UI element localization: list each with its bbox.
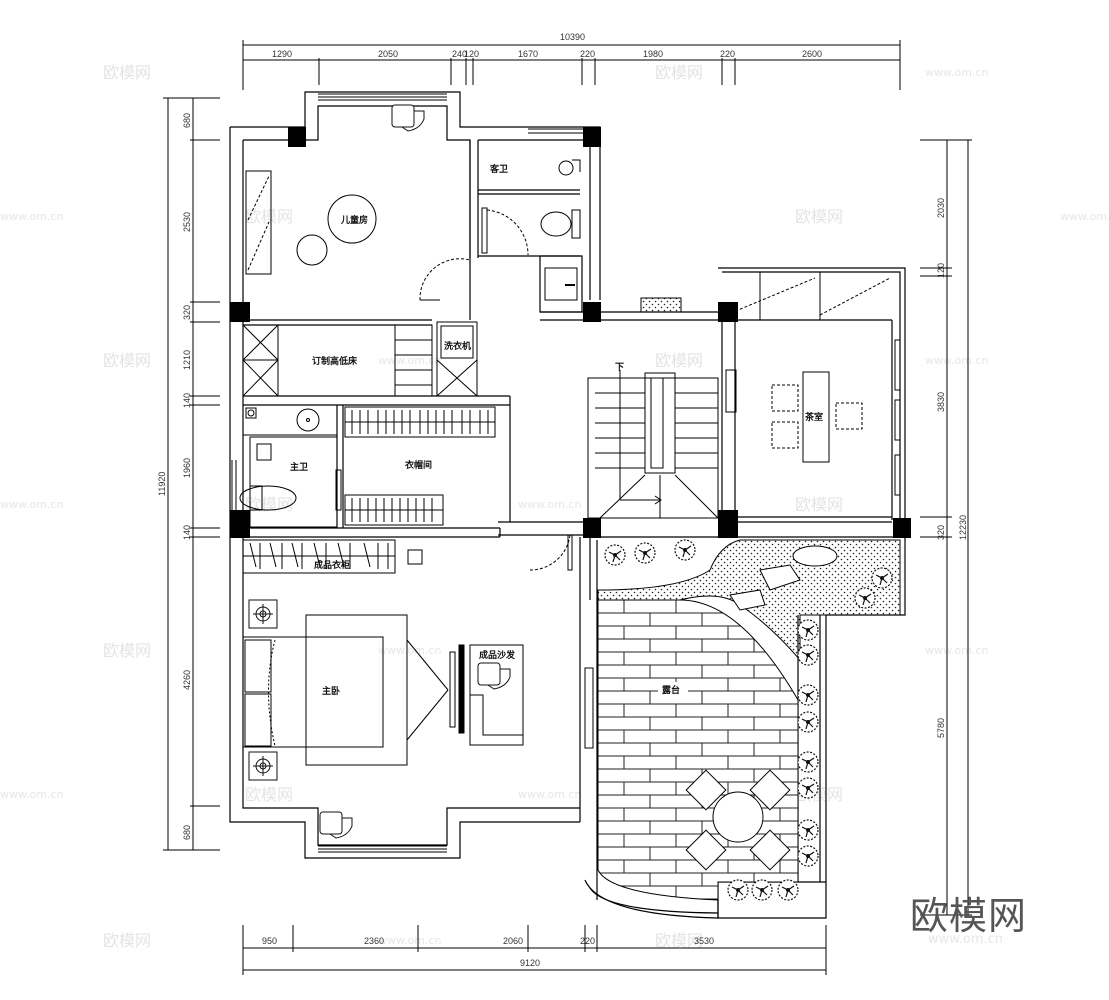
svg-text:www.om.cn: www.om.cn [1060, 210, 1109, 223]
wardrobe-label: 成品衣柜 [314, 559, 350, 571]
svg-text:12230: 12230 [958, 515, 968, 540]
svg-text:www.om.cn: www.om.cn [0, 788, 63, 801]
svg-text:5780: 5780 [936, 718, 946, 738]
site-logo: 欧模网 [910, 894, 1028, 938]
right-dimensions [920, 139, 972, 916]
svg-text:欧模网: 欧模网 [103, 63, 151, 82]
svg-text:10390: 10390 [560, 32, 585, 42]
svg-text:950: 950 [262, 936, 277, 946]
guest-bath-label: 客卫 [489, 163, 508, 175]
svg-text:220: 220 [580, 936, 595, 946]
svg-text:9120: 9120 [520, 958, 540, 968]
svg-text:www.om.cn: www.om.cn [378, 354, 441, 367]
svg-text:欧模网: 欧模网 [103, 351, 151, 370]
svg-text:www.om.cn: www.om.cn [518, 788, 581, 801]
guest-bath [481, 159, 581, 301]
master-bath-label: 主卫 [290, 461, 308, 473]
svg-text:欧模网: 欧模网 [245, 785, 293, 804]
terrace-label-bg [658, 682, 688, 696]
top-dimension-labels: 10390 1290 2050 240 120 1670 220 1980 22… [272, 32, 822, 59]
svg-text:www.om.cn: www.om.cn [925, 354, 988, 367]
svg-text:680: 680 [182, 113, 192, 128]
svg-text:欧模网: 欧模网 [103, 931, 151, 950]
svg-text:220: 220 [580, 49, 595, 59]
svg-text:140: 140 [182, 525, 192, 540]
svg-text:欧模网: 欧模网 [655, 63, 703, 82]
svg-text:www.om.cn: www.om.cn [378, 934, 441, 947]
terrace [597, 539, 901, 901]
svg-text:1290: 1290 [272, 49, 292, 59]
svg-text:2060: 2060 [503, 936, 523, 946]
svg-text:1960: 1960 [182, 458, 192, 478]
svg-text:240: 240 [452, 49, 467, 59]
svg-text:2050: 2050 [378, 49, 398, 59]
tea-room-label: 茶室 [804, 411, 823, 423]
master-bath [239, 404, 342, 528]
master-bedroom-label: 主卧 [322, 685, 340, 697]
svg-text:欧模网: 欧模网 [795, 207, 843, 226]
right-dimension-labels: 2030 120 3830 320 5780 12230 [936, 198, 968, 738]
sofa-label: 成品沙发 [479, 649, 516, 661]
stairs-down-label: 下 [615, 362, 624, 373]
svg-text:1210: 1210 [182, 350, 192, 370]
windows [231, 93, 901, 853]
svg-text:3830: 3830 [936, 392, 946, 412]
svg-text:www.om.cn: www.om.cn [0, 210, 63, 223]
svg-text:120: 120 [936, 263, 946, 278]
svg-text:1980: 1980 [643, 49, 663, 59]
site-logo-url: www.om.cn [928, 932, 1003, 947]
svg-text:www.om.cn: www.om.cn [0, 498, 63, 511]
svg-text:140: 140 [182, 393, 192, 408]
svg-text:680: 680 [182, 825, 192, 840]
svg-text:2600: 2600 [802, 49, 822, 59]
terrace-label: 露台 [662, 684, 680, 696]
svg-text:320: 320 [182, 305, 192, 320]
washer-label: 洗衣机 [444, 340, 471, 352]
svg-text:120: 120 [464, 49, 479, 59]
svg-text:欧模网: 欧模网 [655, 351, 703, 370]
svg-text:11920: 11920 [157, 472, 167, 496]
svg-text:1670: 1670 [518, 49, 538, 59]
svg-text:4260: 4260 [182, 670, 192, 690]
svg-text:3530: 3530 [694, 936, 714, 946]
kids-room-label: 儿童房 [340, 214, 368, 226]
svg-text:www.om.cn: www.om.cn [378, 644, 441, 657]
svg-text:www.om.cn: www.om.cn [925, 66, 988, 79]
svg-text:欧模网: 欧模网 [103, 641, 151, 660]
left-dimensions [163, 97, 220, 851]
svg-text:欧模网: 欧模网 [245, 495, 293, 514]
svg-text:欧模网: 欧模网 [795, 495, 843, 514]
watermarks: 欧模网 欧模网 www.om.cn 欧模网 欧模网 www.om.cn www.… [0, 63, 1109, 950]
closet [344, 406, 496, 526]
svg-text:www.om.cn: www.om.cn [925, 644, 988, 657]
kids-room [245, 104, 471, 301]
svg-text:320: 320 [936, 525, 946, 540]
bunk-bed-label: 订制高低床 [312, 355, 358, 367]
master-bedroom [242, 534, 573, 839]
svg-text:2530: 2530 [182, 212, 192, 232]
closet-label: 衣帽间 [405, 459, 432, 471]
svg-text:欧模网: 欧模网 [655, 931, 703, 950]
svg-text:220: 220 [720, 49, 735, 59]
top-dimensions [242, 40, 901, 90]
bottom-dimension-labels: 950 2360 2060 220 3530 9120 [262, 936, 714, 968]
staircase [587, 297, 719, 519]
svg-text:2030: 2030 [936, 198, 946, 218]
bunk-bed-zone [242, 321, 478, 397]
svg-text:www.om.cn: www.om.cn [518, 498, 581, 511]
columns [230, 127, 911, 538]
left-dimension-labels: 680 2530 320 1210 140 1960 140 4260 680 … [157, 113, 192, 840]
tea-room [725, 272, 891, 463]
svg-text:2360: 2360 [364, 936, 384, 946]
svg-text:欧模网: 欧模网 [245, 207, 293, 226]
bottom-dimensions [242, 925, 827, 975]
